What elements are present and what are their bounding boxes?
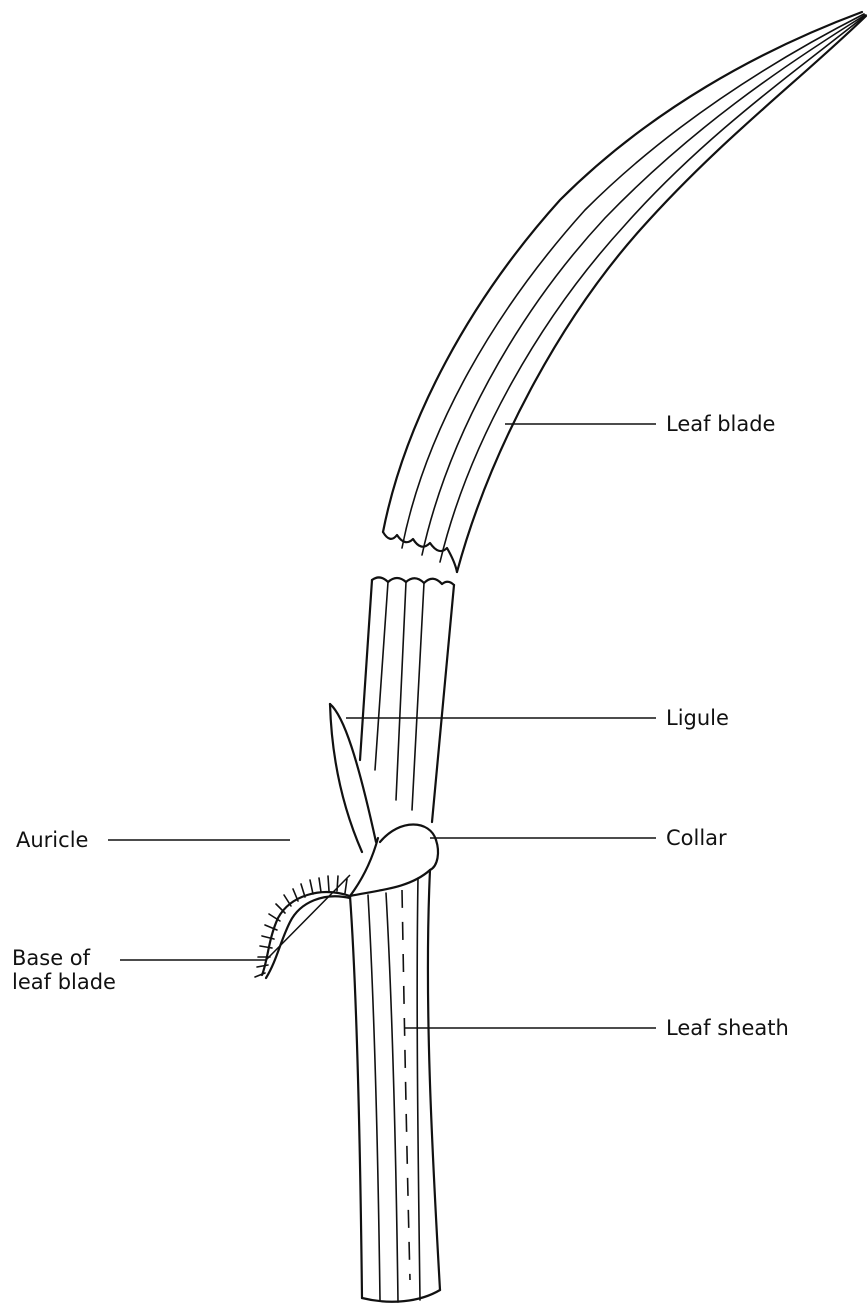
label-collar: Collar (666, 826, 727, 850)
label-auricle: Auricle (16, 828, 88, 852)
auricle (255, 876, 350, 978)
label-base-of-leaf-blade-line1: Base of (12, 946, 116, 970)
label-leaf-sheath: Leaf sheath (666, 1016, 789, 1040)
label-base-of-leaf-blade-line2: leaf blade (12, 970, 116, 994)
leaf-blade-upper (383, 12, 866, 572)
label-leaf-blade: Leaf blade (666, 412, 775, 436)
label-base-of-leaf-blade: Base of leaf blade (12, 946, 116, 994)
label-ligule: Ligule (666, 706, 729, 730)
leader-base-of-leaf-blade (120, 875, 350, 960)
leaf-sheath (350, 870, 440, 1302)
collar (350, 825, 438, 897)
leaf-blade-lower (360, 577, 454, 822)
ligule (330, 704, 376, 852)
